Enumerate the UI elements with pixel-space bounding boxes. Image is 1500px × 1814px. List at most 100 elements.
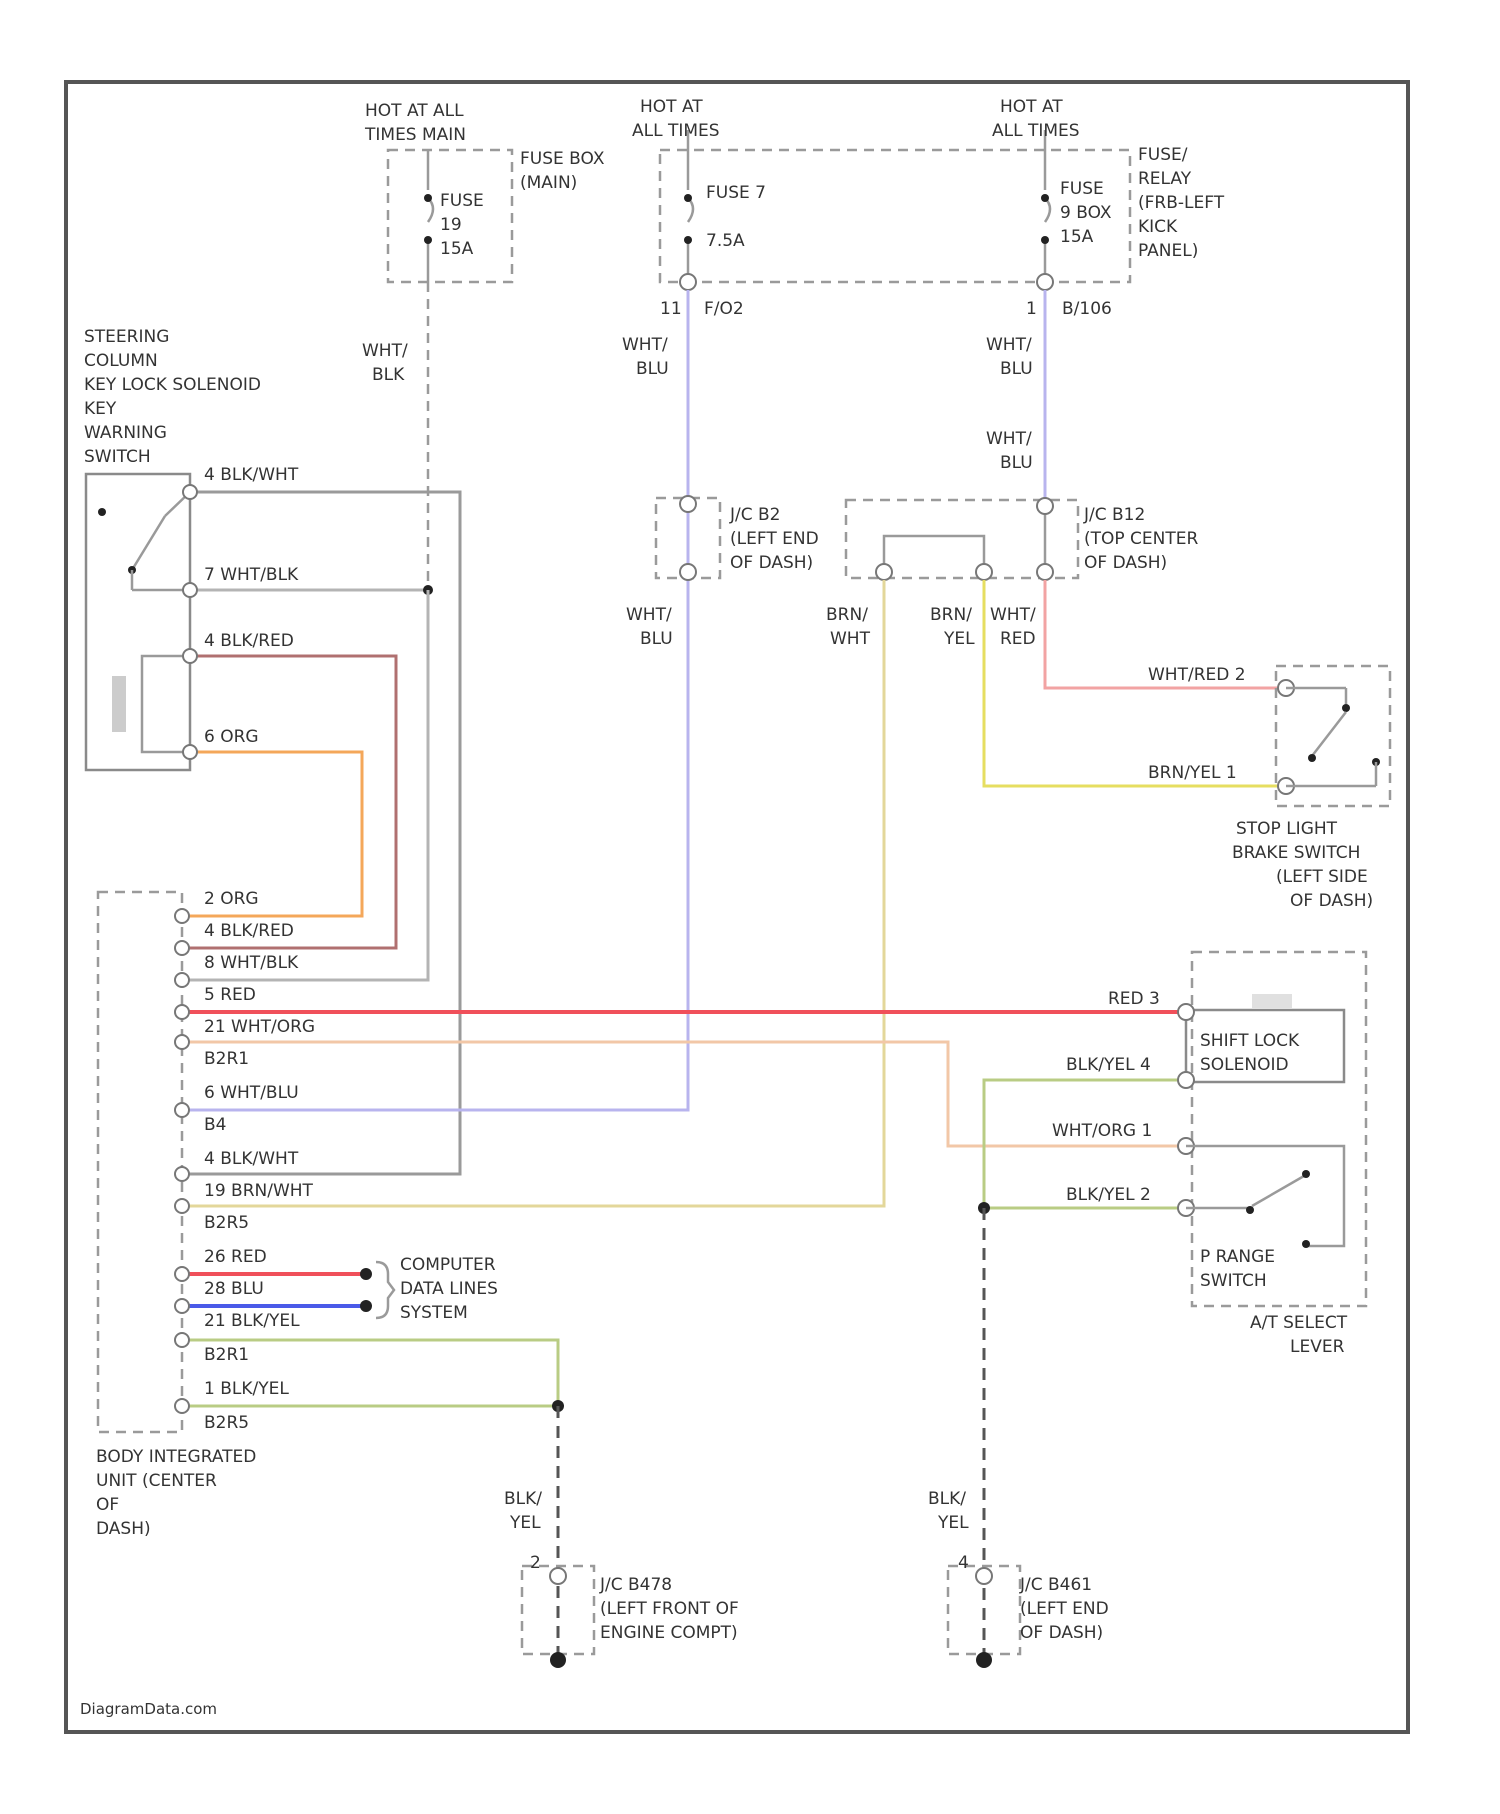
main-hot-label-1: HOT AT ALL [365, 101, 464, 121]
key-switch-title-6: SWITCH [84, 447, 151, 467]
wire-label-wht-blu-1a: WHT/ [622, 335, 668, 355]
footer-credit: DiagramData.com [80, 1700, 217, 1718]
ground1-name-3: ENGINE COMPT) [600, 1623, 738, 1643]
fuse-19-label-1: FUSE [440, 191, 484, 211]
bcm-pin-red-26: 26 RED [204, 1247, 267, 1267]
bcm-name-2: UNIT (CENTER [96, 1471, 217, 1491]
lever-label-2: LEVER [1290, 1337, 1345, 1357]
bcm-pin-blu-28: 28 BLU [204, 1279, 264, 1299]
diagram-frame [66, 82, 1408, 1732]
shift-pin-red: RED 3 [1108, 989, 1160, 1009]
wire-label-blk-yel-l-2: YEL [509, 1513, 541, 1533]
bcm-conn-b2r1: B2R1 [204, 1049, 249, 1069]
key-switch-pin-1: 4 BLK/WHT [204, 465, 299, 485]
p-range-label-2: SWITCH [1200, 1271, 1267, 1291]
wire-label-wht-blu-3a: WHT/ [986, 335, 1032, 355]
key-switch-title-4: KEY [84, 399, 117, 419]
shift-pin-blk-yel-4: BLK/YEL 4 [1066, 1055, 1151, 1075]
fuse-box-main: HOT AT ALL TIMES MAIN FUSE 19 15A FUSE B… [364, 101, 605, 282]
bcm-pin-blk-red: 4 BLK/RED [204, 921, 294, 941]
bcm-name-1: BODY INTEGRATED [96, 1447, 256, 1467]
wire-label-blk-yel-l-1: BLK/ [504, 1489, 542, 1509]
hot1-label-2: ALL TIMES [632, 121, 720, 141]
key-switch-title-1: STEERING [84, 327, 169, 347]
jc-b2-label-2: (LEFT END [730, 529, 819, 549]
wire-label-brn-yel-2: YEL [943, 629, 975, 649]
relay-box-label-3: (FRB-LEFT [1138, 193, 1225, 213]
wire-label-wht-blk-2: BLK [372, 365, 405, 385]
bcm-pin-blk-yel-1: 1 BLK/YEL [204, 1379, 289, 1399]
shift-pin-blk-yel-2: BLK/YEL 2 [1066, 1185, 1151, 1205]
shift-solenoid-label-1: SHIFT LOCK [1200, 1031, 1300, 1051]
wire-label-wht-blu-2b: BLU [640, 629, 673, 649]
ground1-name-2: (LEFT FRONT OF [600, 1599, 739, 1619]
relay-box-label-5: PANEL) [1138, 241, 1198, 261]
jc-b2-label-3: OF DASH) [730, 553, 813, 573]
fuse-9-label-3: 15A [1060, 227, 1094, 247]
conn-b-name: B/106 [1062, 299, 1112, 319]
hot1-label-1: HOT AT [640, 97, 703, 117]
relay-box-label-2: RELAY [1138, 169, 1192, 189]
wire-label-blk-yel-r-2: YEL [937, 1513, 969, 1533]
wire-wht-org [182, 1042, 1186, 1146]
wire-brn-wht [182, 580, 884, 1206]
jc-b2: J/C B2 (LEFT END OF DASH) [656, 496, 819, 580]
wire-label-brn-yel-1: BRN/ [930, 605, 972, 625]
data-lines-label-1: COMPUTER [400, 1255, 496, 1275]
key-switch-title-3: KEY LOCK SOLENOID [84, 375, 261, 395]
conn-a-pin: 11 [660, 299, 682, 319]
wire-label-wht-blu-4a: WHT/ [986, 429, 1032, 449]
ground2-name-3: OF DASH) [1020, 1623, 1103, 1643]
bcm-pin-brn-wht: 19 BRN/WHT [204, 1181, 314, 1201]
shift-pin-wht-org: WHT/ORG 1 [1052, 1121, 1152, 1141]
key-switch-pin-2: 7 WHT/BLK [204, 565, 299, 585]
wire-label-wht-blu-1b: BLU [636, 359, 669, 379]
bcm-conn-b4: B4 [204, 1115, 226, 1135]
ground1-name-1: J/C B478 [599, 1575, 672, 1595]
conn-a-name: F/O2 [704, 299, 744, 319]
key-switch-title-5: WARNING [84, 423, 167, 443]
stop-switch-pin-2: BRN/YEL 1 [1148, 763, 1237, 783]
conn-b-pin: 1 [1026, 299, 1037, 319]
shift-solenoid-label-2: SOLENOID [1200, 1055, 1289, 1075]
wire-wht-blu-left [182, 290, 688, 1110]
relay-box-label-1: FUSE/ [1138, 145, 1188, 165]
bcm-pin-org: 2 ORG [204, 889, 259, 909]
lever-label-1: A/T SELECT [1250, 1313, 1348, 1333]
fuse-9-label-2: 9 BOX [1060, 203, 1112, 223]
fuse-7-label-2: 7.5A [706, 231, 745, 251]
bcm-pin-blk-wht: 4 BLK/WHT [204, 1149, 299, 1169]
key-warning-switch: STEERING COLUMN KEY LOCK SOLENOID KEY WA… [84, 327, 299, 770]
hot2-label-1: HOT AT [1000, 97, 1063, 117]
jc-b2-label-1: J/C B2 [729, 505, 781, 525]
wire-label-blk-yel-r-1: BLK/ [928, 1489, 966, 1509]
wire-label-wht-red-2: RED [1000, 629, 1036, 649]
stop-switch-name-2: BRAKE SWITCH [1232, 843, 1360, 863]
wire-label-wht-blu-3b: BLU [1000, 359, 1033, 379]
jc-b12-label-2: (TOP CENTER [1084, 529, 1199, 549]
main-hot-label-2: TIMES MAIN [364, 125, 466, 145]
bcm-pin-wht-org: 21 WHT/ORG [204, 1017, 315, 1037]
ground2-name-2: (LEFT END [1020, 1599, 1109, 1619]
key-switch-title-2: COLUMN [84, 351, 158, 371]
wire-label-brn-wht-2: WHT [830, 629, 871, 649]
stop-switch-name-3: (LEFT SIDE [1276, 867, 1368, 887]
wire-label-wht-blu-4b: BLU [1000, 453, 1033, 473]
bcm-conn-b2r1-b: B2R1 [204, 1345, 249, 1365]
ground2-name-1: J/C B461 [1019, 1575, 1092, 1595]
stop-switch-name-4: OF DASH) [1290, 891, 1373, 911]
stop-light-switch: WHT/RED 2 BRN/YEL 1 STOP LIGHT BRAKE SWI… [1148, 665, 1390, 911]
fuse-9-label-1: FUSE [1060, 179, 1104, 199]
fuse-box-main-label-2: (MAIN) [520, 173, 577, 193]
bcm-pin-wht-blu: 6 WHT/BLU [204, 1083, 299, 1103]
data-lines-label-3: SYSTEM [400, 1303, 468, 1323]
key-switch-pin-4: 6 ORG [204, 727, 259, 747]
fuse-7-label-1: FUSE 7 [706, 183, 766, 203]
ground-jc-left: 2 J/C B478 (LEFT FRONT OF ENGINE COMPT) [522, 1553, 739, 1668]
wire-label-wht-blk-1: WHT/ [362, 341, 408, 361]
key-switch-pin-3: 4 BLK/RED [204, 631, 294, 651]
wire-label-wht-red-1: WHT/ [990, 605, 1036, 625]
p-range-label-1: P RANGE [1200, 1247, 1275, 1267]
bcm-pin-blk-yel-21: 21 BLK/YEL [204, 1311, 300, 1331]
